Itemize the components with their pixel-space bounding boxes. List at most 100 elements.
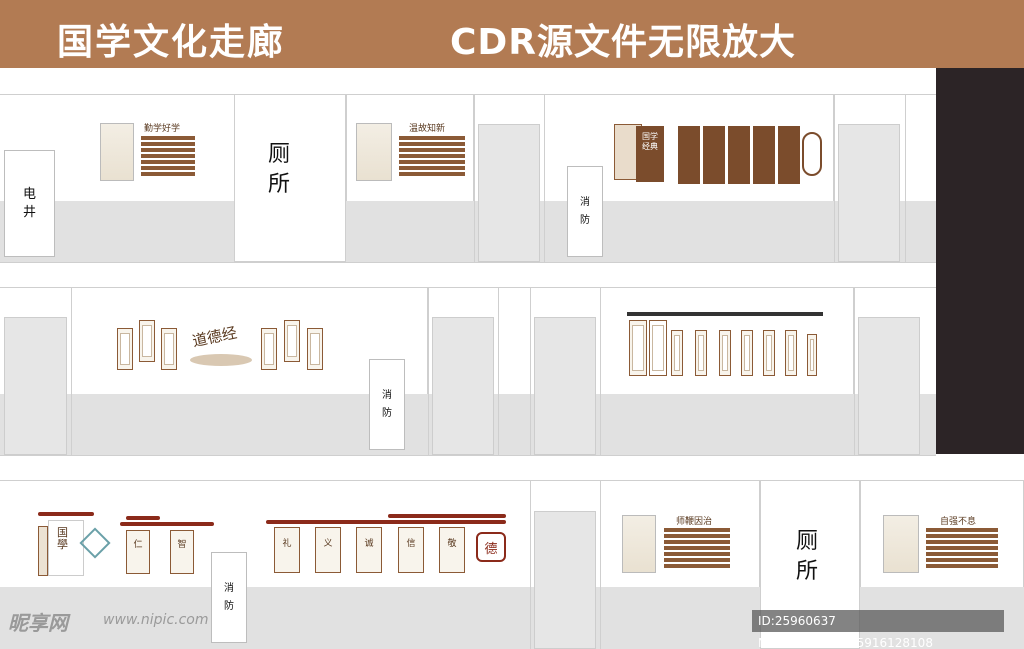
electric-well-label: 电 井: [22, 186, 36, 220]
banner-title-right: CDR源文件无限放大: [450, 22, 797, 63]
row1-door-1: [478, 124, 540, 262]
row3-divider-b: [600, 480, 601, 649]
xin-scroll: 信: [398, 527, 424, 573]
ren-zhi-roof-top: [126, 516, 160, 520]
row2-divider-b: [428, 287, 429, 455]
row2-bottom-line: [0, 455, 936, 456]
guoxue-classic-panel: 国学经典: [608, 122, 824, 188]
zhi-scroll: 智: [170, 530, 194, 574]
sage-card-2: [703, 126, 725, 184]
guoxue-box-panel: 国學: [36, 512, 132, 578]
fire-sign-3: 消 防: [211, 552, 247, 643]
ren-scroll: 仁: [126, 530, 150, 574]
ren-char: 仁: [133, 540, 143, 550]
row2-divider-a: [71, 287, 72, 455]
sage-card-1: [678, 126, 700, 184]
row1-divider-b: [544, 94, 545, 262]
guoxue-round-frame: [802, 132, 822, 176]
fire-sign-2: 消 防: [369, 359, 405, 450]
row2-door-4: [858, 317, 920, 455]
classics-card-5: [763, 330, 775, 376]
image-id-label: ID:25960637 NO:20250516205916128108: [752, 610, 1004, 649]
row2-divider-e: [600, 287, 601, 455]
guoxue-box-ornament: [79, 527, 111, 559]
row2-divider-f: [854, 287, 855, 455]
classics-card-1: [671, 330, 683, 376]
fire-label-3: 消 防: [224, 582, 234, 612]
cheng-scroll: 诚: [356, 527, 382, 573]
toilet-sign-1: 厕 所: [268, 140, 290, 200]
virtues-roof: [266, 520, 506, 524]
culture-panel-4: 自强不息: [882, 512, 1000, 576]
jing-scroll: 敬: [439, 527, 465, 573]
row3-door-1: [534, 511, 596, 649]
guoxue-title-board: 国学经典: [636, 126, 664, 182]
panel3-text-rows: [664, 528, 730, 568]
ren-zhi-roof: [120, 522, 214, 526]
virtue-mountains: [190, 354, 252, 366]
panel3-title: 师鞭因治: [676, 517, 713, 527]
row1-divider-d: [905, 94, 906, 262]
panel2-text-rows: [399, 136, 465, 176]
virtue-scroll-2: [139, 320, 155, 362]
culture-panel-1: 勤学好学: [98, 120, 198, 184]
cheng-char: 诚: [364, 539, 374, 549]
guoxue-box-board: 国學: [48, 520, 84, 576]
classics-panel-left: [629, 320, 647, 376]
fire-label-1: 消 防: [580, 196, 590, 226]
yi-scroll: 义: [315, 527, 341, 573]
site-url-watermark: www.nipic.com: [103, 612, 209, 628]
panel2-illustration: [356, 123, 392, 181]
de-seal: 德: [476, 532, 506, 562]
classics-roof: [627, 312, 823, 316]
virtue-scroll-5: [284, 320, 300, 362]
panel1-illustration: [100, 123, 134, 181]
panel1-title: 勤学好学: [144, 124, 181, 134]
classics-card-7: [807, 334, 817, 376]
yi-char: 义: [323, 539, 333, 549]
virtue-calligraphy-center: 道德经: [186, 322, 256, 370]
li-scroll: 礼: [274, 527, 300, 573]
li-char: 礼: [282, 539, 292, 549]
title-banner: 国学文化走廊 CDR源文件无限放大: [0, 0, 1024, 68]
toilet-sign-2: 厕 所: [796, 527, 818, 587]
sage-card-4: [753, 126, 775, 184]
row2-door-2: [432, 317, 494, 455]
fire-sign-1: 消 防: [567, 166, 603, 257]
panel3-illustration: [622, 515, 656, 573]
toilet-label-2: 厕 所: [796, 529, 819, 584]
row1-bottom-line: [0, 262, 936, 263]
row2-divider-c: [498, 287, 499, 455]
panel2-title: 温故知新: [409, 124, 446, 134]
row2-divider-d: [530, 287, 531, 455]
electric-well-sign: 电 井: [4, 150, 55, 257]
classics-card-3: [719, 330, 731, 376]
panel4-text-rows: [926, 528, 998, 568]
jing-char: 敬: [447, 539, 457, 549]
guoxue-box-text: 国學: [57, 526, 68, 551]
row1-door-2: [838, 124, 900, 262]
classics-card-4: [741, 330, 753, 376]
site-watermark: 昵享网: [8, 611, 68, 635]
sage-card-3: [728, 126, 750, 184]
virtue-scroll-3: [161, 328, 177, 370]
virtue-scroll-1: [117, 328, 133, 370]
toilet-label-1: 厕 所: [268, 142, 291, 197]
banner-title-left: 国学文化走廊: [57, 22, 286, 63]
virtue-scroll-4: [261, 328, 277, 370]
fire-label-2: 消 防: [382, 389, 392, 419]
classics-card-2: [695, 330, 707, 376]
virtue-scroll-6: [307, 328, 323, 370]
dark-side-bar: [936, 68, 1024, 454]
panel4-title: 自强不息: [940, 517, 977, 527]
row1-divider-a: [474, 94, 475, 262]
guoxue-box-roof: [38, 512, 94, 516]
de-char: 德: [484, 541, 498, 557]
classics-card-6: [785, 330, 797, 376]
row1-floor: [0, 201, 936, 262]
row3-top-line: [0, 480, 1024, 481]
guoxue-box-lattice: [38, 526, 48, 576]
row3-divider-a: [530, 480, 531, 649]
virtue-calligraphy-text: 道德经: [190, 323, 239, 351]
